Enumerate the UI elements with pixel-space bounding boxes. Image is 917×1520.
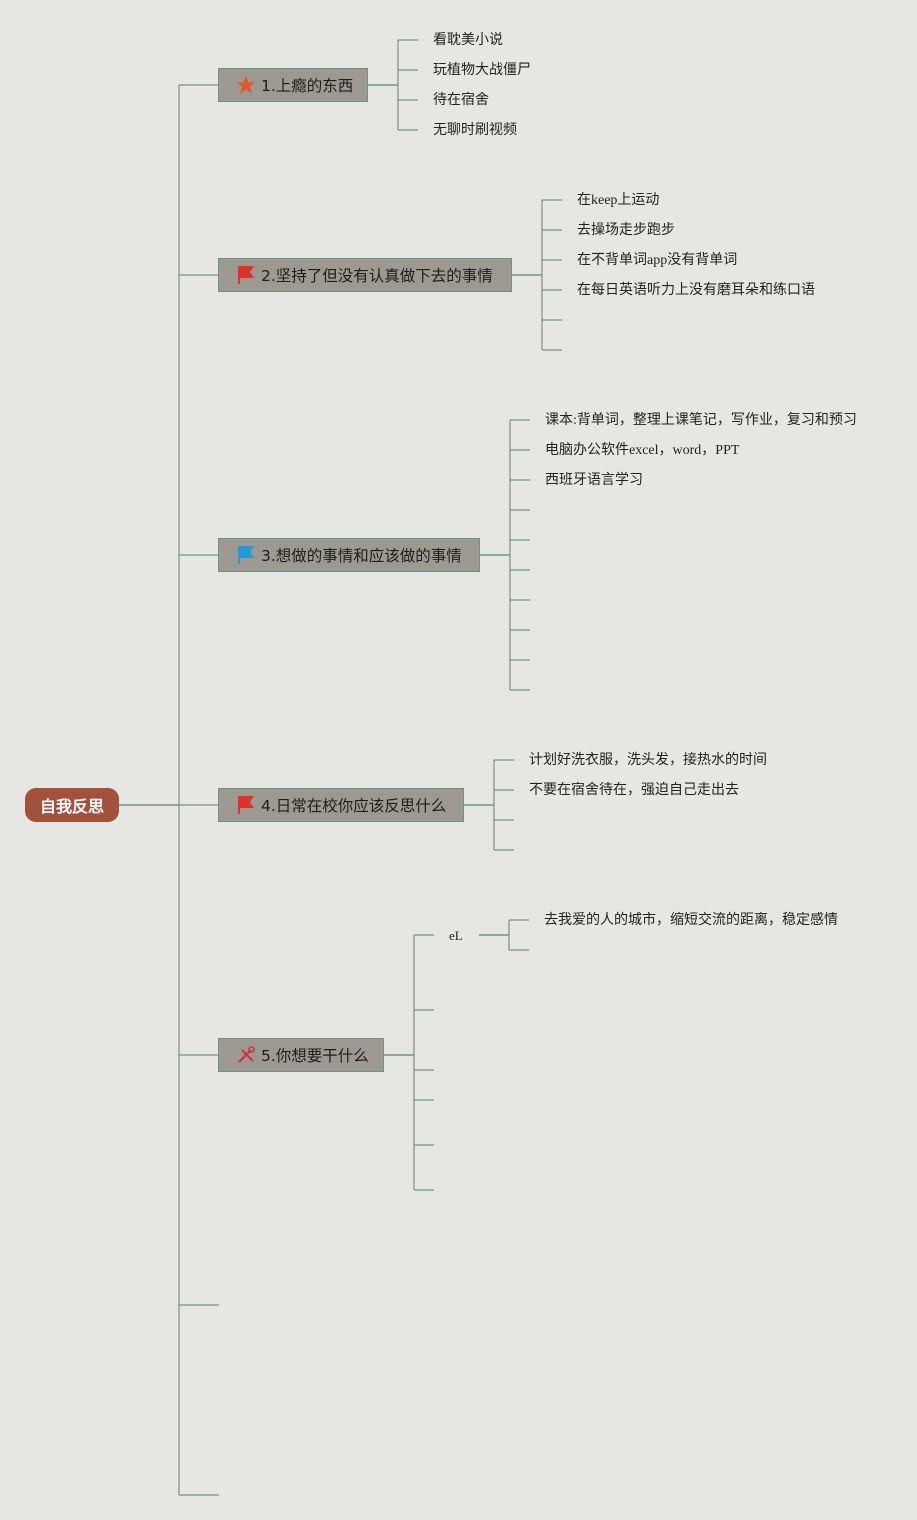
branch-3[interactable]: 3.想做的事情和应该做的事情 (218, 538, 480, 572)
list-item: 计划好洗衣服，洗头发，接热水的时间 (529, 753, 767, 768)
list-item: 课本:背单词，整理上课笔记，写作业，复习和预习 (545, 413, 857, 428)
branch-3-label: 3.想做的事情和应该做的事情 (261, 547, 462, 565)
red-flag-icon (235, 264, 257, 286)
branch-4-label: 4.日常在校你应该反思什么 (261, 797, 447, 815)
sub-topic-label: eL (449, 928, 463, 943)
branch-5[interactable]: 5.你想要干什么 (218, 1038, 384, 1072)
branch-5-label: 5.你想要干什么 (261, 1047, 369, 1065)
list-item: 无聊时刷视频 (433, 123, 517, 138)
star-icon (235, 74, 257, 96)
list-item: 看耽美小说 (433, 33, 503, 48)
list-item: 去操场走步跑步 (577, 223, 675, 238)
branch-2[interactable]: 2.坚持了但没有认真做下去的事情 (218, 258, 512, 292)
list-item: 待在宿舍 (433, 93, 489, 108)
list-item: 西班牙语言学习 (545, 473, 643, 488)
branch-1[interactable]: 1.上瘾的东西 (218, 68, 368, 102)
list-item: 玩植物大战僵尸 (433, 63, 531, 78)
blue-flag-icon (235, 544, 257, 566)
branch-1-label: 1.上瘾的东西 (261, 77, 354, 95)
root-node[interactable]: 自我反思 (25, 788, 119, 822)
list-item: 不要在宿舍待在，强迫自己走出去 (529, 783, 739, 798)
tools-icon (235, 1044, 257, 1066)
list-item: 在每日英语听力上没有磨耳朵和练口语 (577, 283, 815, 298)
root-label: 自我反思 (39, 797, 104, 816)
red-flag-icon (235, 794, 257, 816)
list-item: 电脑办公软件excel，word，PPT (545, 443, 740, 458)
branch-4[interactable]: 4.日常在校你应该反思什么 (218, 788, 464, 822)
list-item: 在不背单词app没有背单词 (577, 253, 738, 268)
list-item: 去我爱的人的城市，缩短交流的距离，稳定感情 (544, 913, 838, 928)
list-item: 在keep上运动 (577, 193, 660, 208)
branch-2-label: 2.坚持了但没有认真做下去的事情 (261, 267, 493, 285)
